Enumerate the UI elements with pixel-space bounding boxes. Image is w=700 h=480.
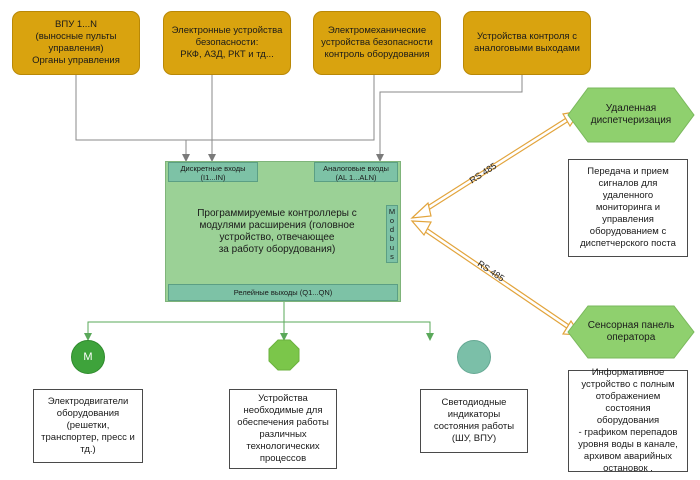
panel-hexagon-shape xyxy=(567,305,695,359)
process-devices-box: Устройства необходимые для обеспечения р… xyxy=(229,389,337,469)
top-feeder-lines xyxy=(75,75,523,162)
dispatch-hexagon: Удаленная диспетчеризация xyxy=(590,103,672,126)
vpu-box: ВПУ 1...N (выносные пульты управления) О… xyxy=(12,11,140,75)
dispatch-description-box: Передача и прием сигналов для удаленного… xyxy=(568,159,688,257)
electronic-safety-box: Электронные устройства безопасности: РКФ… xyxy=(163,11,291,75)
analog-inputs-strip: Аналоговые входы (AL 1...ALN) xyxy=(314,162,398,182)
relay-outputs-strip: Релейные выходы (Q1...QN) xyxy=(168,284,398,301)
rs485-arrows xyxy=(410,110,582,336)
octagon-shape xyxy=(268,339,300,371)
analog-devices-box: Устройства контроля с аналоговыми выхода… xyxy=(463,11,591,75)
dispatch-hexagon-shape xyxy=(567,87,695,143)
led-indicators-box: Светодиодные индикаторы состояния работы… xyxy=(420,389,528,453)
panel-hexagon: Сенсорная панель оператора xyxy=(587,320,675,343)
motor-circle-icon: M xyxy=(71,340,105,374)
led-indicator-circle-icon xyxy=(457,340,491,374)
discrete-inputs-strip: Дискретные входы (I1...IN) xyxy=(168,162,258,182)
plc-block: Дискретные входы (I1...IN) Аналоговые вх… xyxy=(165,161,401,302)
electromech-safety-box: Электромеханические устройства безопасно… xyxy=(313,11,441,75)
modbus-strip: M o d b u s xyxy=(386,205,398,263)
plc-description: Программируемые контроллеры с модулями р… xyxy=(197,208,357,255)
motors-box: Электродвигатели оборудования (решетки, … xyxy=(33,389,143,463)
panel-description-box: Информативное устройство с полным отобра… xyxy=(568,367,688,474)
relay-output-lines xyxy=(84,302,434,341)
